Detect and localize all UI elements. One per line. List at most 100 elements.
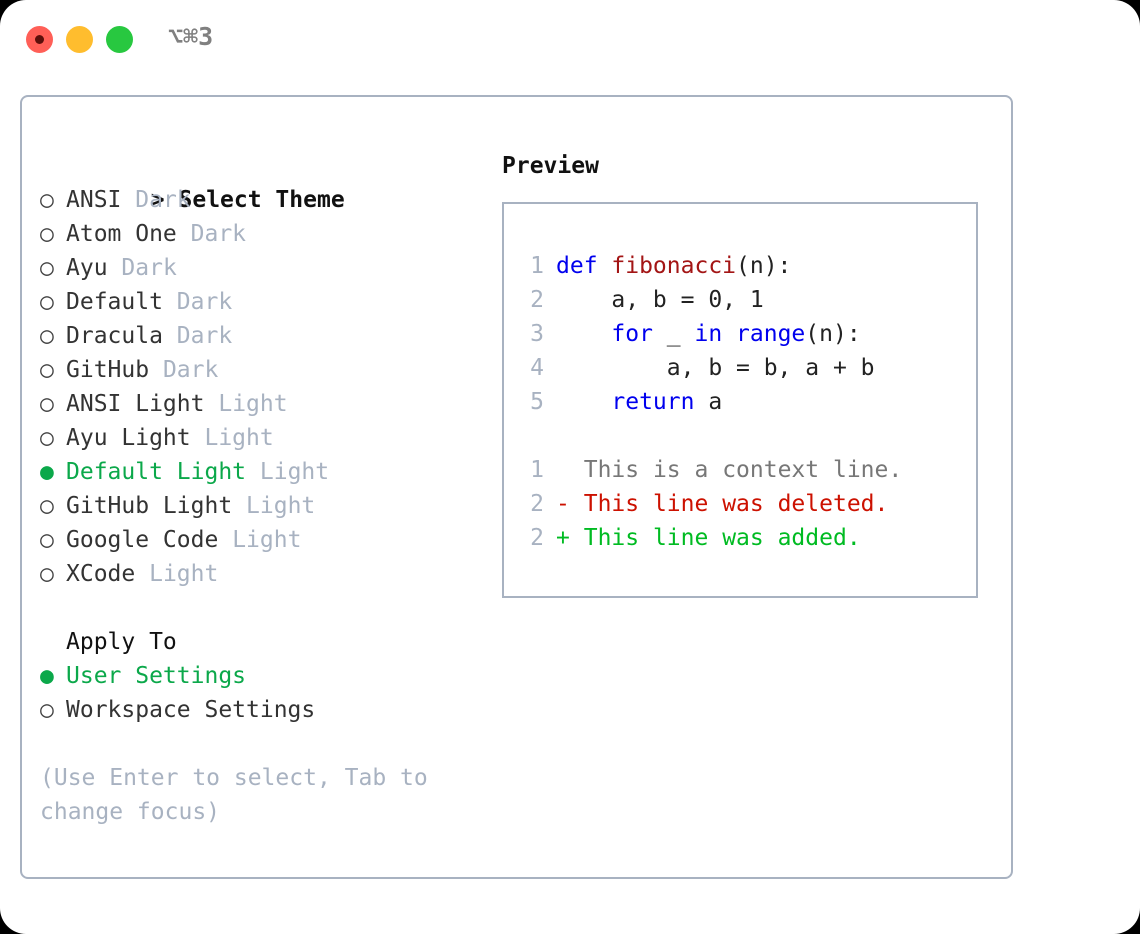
theme-list-item[interactable]: ○ Google Code Light [40, 523, 480, 557]
apply-to-item[interactable]: ●User Settings [40, 659, 480, 693]
title-bar: ⌥⌘3 [0, 0, 1140, 78]
close-window-button[interactable] [26, 26, 53, 53]
theme-name-label: ANSI Light [66, 391, 205, 417]
radio-unselected-icon: ○ [40, 323, 54, 349]
code-token: a [694, 389, 723, 415]
select-theme-header-label: Select Theme [178, 187, 345, 213]
apply-to-label: Workspace Settings [66, 697, 316, 723]
theme-list-item[interactable]: ○ Dracula Dark [40, 319, 480, 353]
theme-name-label: Ayu Light [66, 425, 191, 451]
radio-unselected-icon: ○ [40, 187, 54, 213]
theme-name-label: ANSI [66, 187, 122, 213]
line-number: 2 [530, 491, 544, 517]
preview-box: 1 def fibonacci (n): 2 a, b = 0, 1 3 for _ i… [502, 202, 978, 598]
dialog-panel: > Select Theme ○ANSI Dark○Atom One Dark○… [20, 95, 1013, 879]
theme-list: ○ ANSI Dark ○ Atom One Dark ○ Ayu Dark ○ Defaul… [40, 183, 480, 591]
code-preview: 1 def fibonacci (n): 2 a, b = 0, 1 3 for _ i… [518, 249, 972, 555]
theme-list-item[interactable]: ○ ANSI Dark [40, 183, 480, 217]
theme-list-item[interactable]: ● Default Light Light [40, 455, 480, 489]
radio-unselected-icon: ○ [40, 425, 54, 451]
code-token: for [556, 321, 667, 347]
code-token: (n): [805, 321, 861, 347]
theme-list-item[interactable]: ○ Atom One Dark [40, 217, 480, 251]
theme-category-label: Dark [176, 323, 233, 349]
theme-category-label: Dark [190, 221, 247, 247]
theme-category-label: Light [204, 425, 274, 451]
preview-column: Preview 1 def fibonacci (n): 2 a, b = 0, 1 3… [502, 149, 1002, 598]
theme-name-label: Default [66, 289, 163, 315]
theme-category-label: Light [246, 493, 316, 519]
code-line: 2 a, b = 0, 1 [518, 283, 972, 317]
diff-marker: + [556, 525, 570, 551]
radio-unselected-icon: ○ [40, 391, 54, 417]
theme-name-label: Google Code [66, 527, 219, 553]
line-number: 1 [530, 253, 544, 279]
help-text: (Use Enter to select, Tab to change focu… [40, 765, 428, 825]
apply-to-label: User Settings [66, 663, 247, 689]
radio-unselected-icon: ○ [40, 527, 54, 553]
code-gap [518, 419, 972, 453]
code-token: fibonacci [611, 253, 737, 279]
preview-title: Preview [502, 153, 599, 179]
theme-picker-column: > Select Theme ○ANSI Dark○Atom One Dark○… [40, 149, 480, 829]
radio-unselected-icon: ○ [40, 221, 54, 247]
theme-list-item[interactable]: ○GitHub Light Light [40, 489, 480, 523]
theme-name-label: Ayu [66, 255, 108, 281]
theme-list-item[interactable]: ○ Default Dark [40, 285, 480, 319]
select-theme-header: > Select Theme [40, 149, 480, 213]
theme-category-label: Dark [162, 357, 219, 383]
line-number: 1 [530, 457, 544, 483]
apply-to-header: Apply To [66, 629, 177, 655]
radio-unselected-icon: ○ [40, 357, 54, 383]
line-number: 4 [530, 355, 544, 381]
line-number: 3 [530, 321, 544, 347]
diff-text: This is a context line. [583, 457, 903, 483]
line-number: 2 [530, 287, 544, 313]
theme-list-item[interactable]: ○ Ayu Dark [40, 251, 480, 285]
theme-category-label: Light [149, 561, 219, 587]
line-number: 5 [530, 389, 544, 415]
theme-category-label: Light [232, 527, 302, 553]
radio-unselected-icon: ○ [40, 255, 54, 281]
diff-line: 2- This line was deleted. [518, 487, 972, 521]
code-token: in [680, 321, 737, 347]
code-token: range [736, 321, 806, 347]
theme-list-item[interactable]: ○ Ayu Light Light [40, 421, 480, 455]
theme-list-item[interactable]: ○XCode Light [40, 557, 480, 591]
theme-list-item[interactable]: ○ GitHub Dark [40, 353, 480, 387]
maximize-window-button[interactable] [106, 26, 133, 53]
code-line: 4 a, b = b, a + b [518, 351, 972, 385]
theme-list-item[interactable]: ○ ANSI Light Light [40, 387, 480, 421]
diff-line: 1 This is a context line. [518, 453, 972, 487]
radio-unselected-icon: ○ [40, 289, 54, 315]
code-token: _ [666, 321, 681, 347]
theme-name-label: Default Light [66, 459, 247, 485]
theme-name-label: Atom One [66, 221, 177, 247]
code-token: a, b = b, a + b [556, 355, 875, 381]
theme-name-label: Dracula [66, 323, 163, 349]
minimize-window-button[interactable] [66, 26, 93, 53]
radio-unselected-icon: ○ [40, 561, 54, 587]
theme-category-label: Dark [176, 289, 233, 315]
diff-marker: - [556, 491, 570, 517]
diff-text: This line was deleted. [583, 491, 889, 517]
radio-unselected-icon: ○ [40, 697, 54, 723]
diff-text: This line was added. [583, 525, 861, 551]
diff-marker [556, 457, 570, 483]
theme-name-label: GitHub [66, 357, 150, 383]
apply-to-item[interactable]: ○ Workspace Settings [40, 693, 480, 727]
apply-to-list: ●User Settings ○ Workspace Settings [40, 659, 480, 727]
radio-selected-icon: ● [40, 459, 54, 485]
theme-category-label: Dark [121, 255, 177, 281]
theme-category-label: Light [218, 391, 288, 417]
code-token: def [556, 253, 612, 279]
code-token: return [556, 389, 695, 415]
theme-category-label: Dark [135, 187, 191, 213]
theme-name-label: GitHub Light [66, 493, 233, 519]
line-number: 2 [530, 525, 544, 551]
code-line: 5 return a [518, 385, 972, 419]
theme-category-label: Light [259, 459, 330, 485]
keyboard-shortcut-label: ⌥⌘3 [168, 22, 214, 51]
